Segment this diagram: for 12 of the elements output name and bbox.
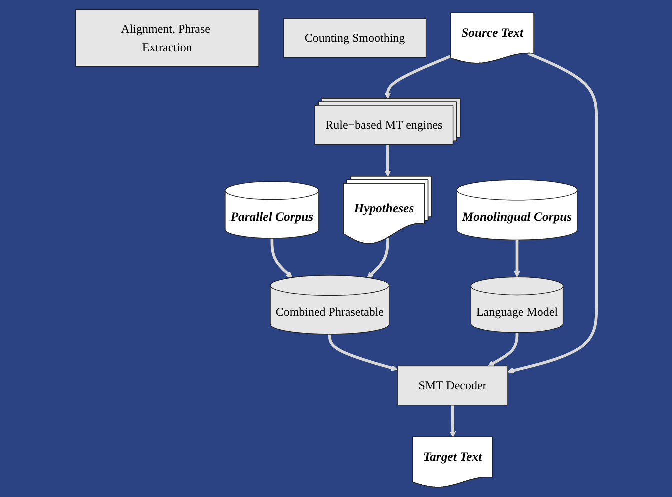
arrow — [507, 52, 598, 374]
arrow — [366, 238, 390, 278]
arrow — [450, 405, 456, 438]
arrow — [514, 240, 520, 278]
arrow — [384, 145, 391, 178]
node-box: Alignment, Phrase Extraction — [75, 9, 260, 68]
node-box: Counting Smoothing — [283, 18, 426, 58]
arrow — [384, 54, 452, 100]
arrow — [270, 238, 292, 278]
arrow — [328, 334, 398, 372]
node-box: SMT Decoder — [397, 366, 508, 406]
arrow — [488, 332, 518, 366]
